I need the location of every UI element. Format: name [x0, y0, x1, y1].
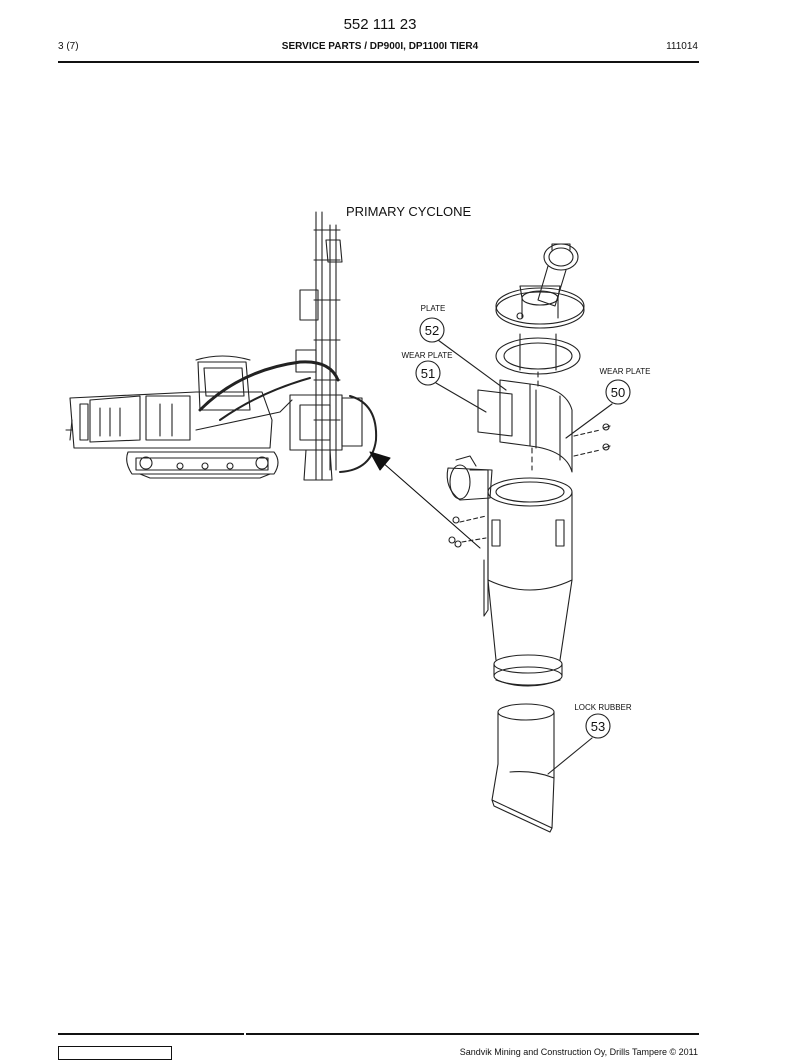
- primary-cyclone-assembly: [446, 243, 611, 833]
- callout-number-51: 51: [421, 366, 435, 381]
- callout-label-51: WEAR PLATE: [402, 351, 453, 360]
- document-title: SERVICE PARTS / DP900I, DP1100I TIER4: [281, 41, 479, 52]
- header-rule: [58, 61, 699, 63]
- footer-rule: [58, 1033, 244, 1035]
- wear-plate-50: [529, 383, 573, 473]
- callout-bubble-50: [605, 379, 631, 405]
- callout-number-53: 53: [591, 719, 605, 734]
- callout-bubble-52: [419, 317, 445, 343]
- callout-number-50: 50: [611, 385, 625, 400]
- document-date: 111014: [666, 41, 698, 52]
- arrowhead: [369, 451, 391, 471]
- callout-bubble-53: [585, 713, 611, 739]
- diagram-title: PRIMARY CYCLONE: [346, 204, 472, 219]
- brand-logo: [58, 1046, 172, 1060]
- document-number: 552 111 23: [343, 16, 417, 33]
- callout-number-52: 52: [425, 323, 439, 338]
- location-arrow: [381, 461, 481, 549]
- drill-rig-illustration: [65, 211, 378, 481]
- callout-label-50: WEAR PLATE: [600, 367, 651, 376]
- wear-plate-51: [477, 389, 513, 437]
- lock-rubber-53: [497, 711, 555, 779]
- callout-bubble-51: [415, 360, 441, 386]
- footer-copyright: Sandvik Mining and Construction Oy, Dril…: [459, 1047, 698, 1057]
- callout-label-53: LOCK RUBBER: [574, 703, 632, 712]
- callouts: [415, 317, 631, 775]
- callout-label-52: PLATE: [421, 304, 446, 313]
- footer-rule: [246, 1033, 699, 1035]
- page-number: 3 (7): [58, 41, 79, 52]
